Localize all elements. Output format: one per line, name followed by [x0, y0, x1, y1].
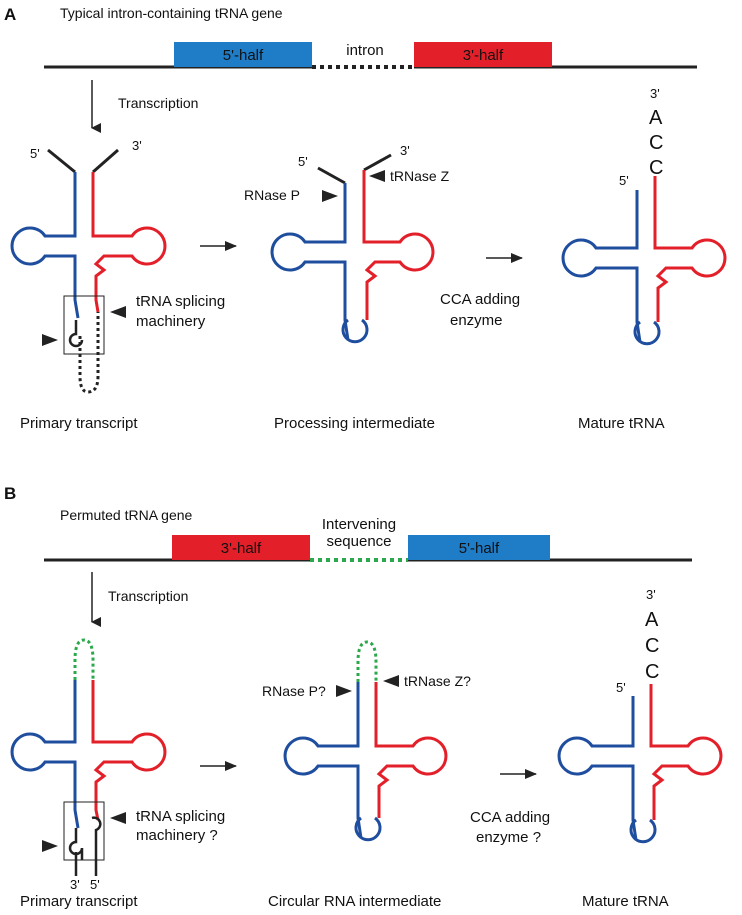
mature-three-label-a: 3' — [650, 86, 660, 101]
gene-a-three-half-label: 3'-half — [463, 47, 504, 64]
mature-red-strand-b — [649, 684, 723, 820]
blue-strand-a — [10, 172, 80, 319]
gene-a-intron-label: intron — [346, 42, 384, 59]
splice-arrowhead-left-b — [42, 840, 58, 852]
red-strand-b — [91, 680, 167, 821]
rnase-p-arrowhead-a — [322, 190, 338, 202]
primary-end3-label-b: 3' — [70, 877, 80, 892]
circular-intermediate-b — [283, 640, 448, 842]
five-leader-a — [47, 148, 76, 174]
primary-transcript-b — [10, 638, 167, 876]
gene-a-five-half-label: 5'-half — [223, 47, 264, 64]
trnase-z-label-a: tRNase Z — [390, 168, 450, 184]
gene-b-intervening-label-1: Intervening — [322, 516, 396, 533]
mature-anticodon-a — [633, 320, 661, 346]
mature-cca-a-a: A — [649, 107, 663, 129]
mature-three-label-b: 3' — [646, 587, 656, 602]
splicing-box-b — [63, 801, 105, 861]
blue-strand-b — [10, 680, 80, 829]
mature-red-strand-a — [653, 176, 727, 322]
panel-b-title: Permuted tRNA gene — [60, 507, 193, 523]
splicing-label-b-2: machinery ? — [136, 827, 218, 844]
mature-anticodon-b — [629, 818, 657, 844]
trnase-z-arrowhead-a — [369, 170, 385, 182]
intermediate-five-leader-a — [317, 166, 346, 185]
mature-five-label-b: 5' — [616, 680, 626, 695]
panel-a-letter: A — [4, 5, 16, 24]
mature-cca-c2-a: C — [649, 157, 663, 179]
gene-a-three-half-box — [414, 42, 552, 67]
gene-b-three-half-label: 3'-half — [221, 540, 262, 557]
gene-b-five-half-label: 5'-half — [459, 540, 500, 557]
anticodon-kink-b — [68, 828, 84, 860]
gene-b: 3'-half Intervening sequence 5'-half — [44, 516, 692, 562]
primary-transcript-a — [10, 148, 167, 394]
primary-five-label-a: 5' — [30, 146, 40, 161]
mature-cca-c1-b: C — [645, 635, 659, 657]
cca-label-b-1: CCA adding — [470, 809, 550, 826]
rnase-p-label-b: RNase P? — [262, 683, 326, 699]
three-trailer-a — [92, 148, 119, 174]
intermediate-three-trailer-a — [363, 153, 392, 172]
mature-five-label-a: 5' — [619, 173, 629, 188]
primary-caption-b: Primary transcript — [20, 893, 138, 910]
cca-label-a-1: CCA adding — [440, 291, 520, 308]
splicing-label-a-2: machinery — [136, 313, 206, 330]
cca-label-b-2: enzyme ? — [476, 829, 541, 846]
intermediate-five-label-a: 5' — [298, 154, 308, 169]
intermediate-red-strand-a — [362, 170, 435, 320]
mature-caption-a: Mature tRNA — [578, 415, 665, 432]
mature-cca-a-b: A — [645, 609, 659, 631]
processing-intermediate-a — [270, 153, 435, 344]
splice-arrowhead-right-b — [110, 812, 126, 824]
intermediate-caption-a: Processing intermediate — [274, 415, 435, 432]
gene-b-three-half-box — [172, 535, 310, 560]
primary-three-label-a: 3' — [132, 138, 142, 153]
splicing-label-a-1: tRNA splicing — [136, 293, 225, 310]
rnase-p-label-a: RNase P — [244, 187, 300, 203]
splice-arrowhead-left-a — [42, 334, 58, 346]
intermediate-anticodon-b — [354, 816, 382, 842]
intermediate-anticodon-a — [341, 318, 369, 344]
transcription-label-a: Transcription — [118, 95, 198, 111]
gene-b-five-half-box — [408, 535, 550, 560]
intermediate-caption-b: Circular RNA intermediate — [268, 893, 441, 910]
transcription-label-b: Transcription — [108, 588, 188, 604]
intron-loop-a — [78, 312, 100, 394]
intermediate-three-label-a: 3' — [400, 143, 410, 158]
mature-blue-strand-a — [561, 190, 642, 343]
primary-end5-label-b: 5' — [90, 877, 100, 892]
panel-b-letter: B — [4, 484, 16, 503]
splicing-box-a — [63, 295, 105, 355]
trnase-z-arrowhead-b — [383, 675, 399, 687]
gene-b-intervening-label-2: sequence — [326, 533, 391, 550]
splicing-label-b-1: tRNA splicing — [136, 808, 225, 825]
mature-cca-c2-b: C — [645, 661, 659, 683]
trnase-z-label-b: tRNase Z? — [404, 673, 471, 689]
mature-trna-a — [561, 176, 727, 346]
gene-a-five-half-box — [174, 42, 312, 67]
cca-label-a-2: enzyme — [450, 312, 503, 329]
primary-caption-a: Primary transcript — [20, 415, 138, 432]
intervening-loop-b — [73, 638, 95, 680]
gene-a: 5'-half intron 3'-half — [44, 42, 697, 69]
intermediate-blue-strand-a — [270, 183, 350, 341]
mature-trna-b — [557, 684, 723, 844]
panel-a-title: Typical intron-containing tRNA gene — [60, 5, 283, 21]
cut-strand-b — [91, 816, 102, 876]
splice-arrowhead-right-a — [110, 306, 126, 318]
mature-cca-c1-a: C — [649, 132, 663, 154]
intermediate-intervening-loop-b — [356, 640, 378, 682]
mature-caption-b: Mature tRNA — [582, 893, 669, 910]
red-strand-a — [91, 172, 167, 313]
intermediate-red-strand-b — [374, 682, 448, 818]
mature-blue-strand-b — [557, 696, 638, 841]
rnase-p-arrowhead-b — [336, 685, 352, 697]
intermediate-blue-strand-b — [283, 682, 363, 839]
